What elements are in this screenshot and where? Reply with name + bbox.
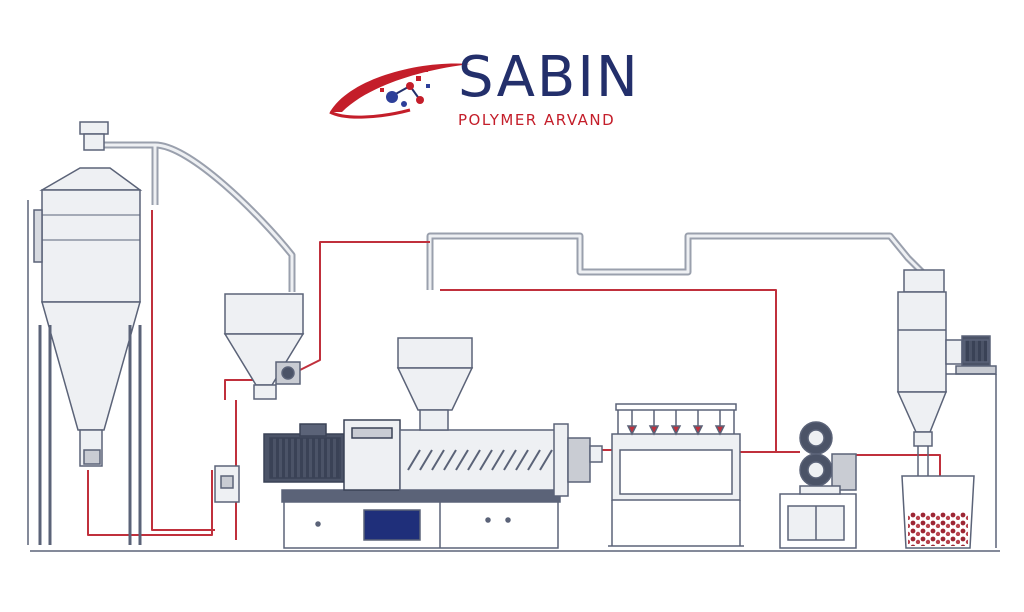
logo — [329, 63, 470, 119]
vacuum-loader-hopper — [214, 293, 305, 503]
extruder-base — [281, 489, 561, 549]
cyclone-frame — [946, 373, 997, 548]
silo-legs — [27, 200, 142, 545]
pelletizer — [779, 421, 857, 549]
brand-tagline: POLYMER ARVAND — [458, 111, 616, 129]
swoosh-logo-icon — [330, 63, 470, 112]
spray-nozzles — [626, 410, 726, 436]
conveying-pipes — [100, 141, 925, 292]
extruder-feed-hopper — [396, 337, 474, 431]
brand-name: SABIN — [458, 45, 640, 110]
molecule-icon — [380, 68, 430, 107]
cyclone-separator — [896, 269, 997, 478]
extruder-barrel — [399, 423, 603, 497]
screw-icon — [407, 449, 553, 471]
cooling-bath — [608, 403, 744, 547]
pellet-bin — [901, 475, 975, 549]
motor-icon — [263, 419, 401, 491]
storage-silo — [33, 121, 143, 467]
